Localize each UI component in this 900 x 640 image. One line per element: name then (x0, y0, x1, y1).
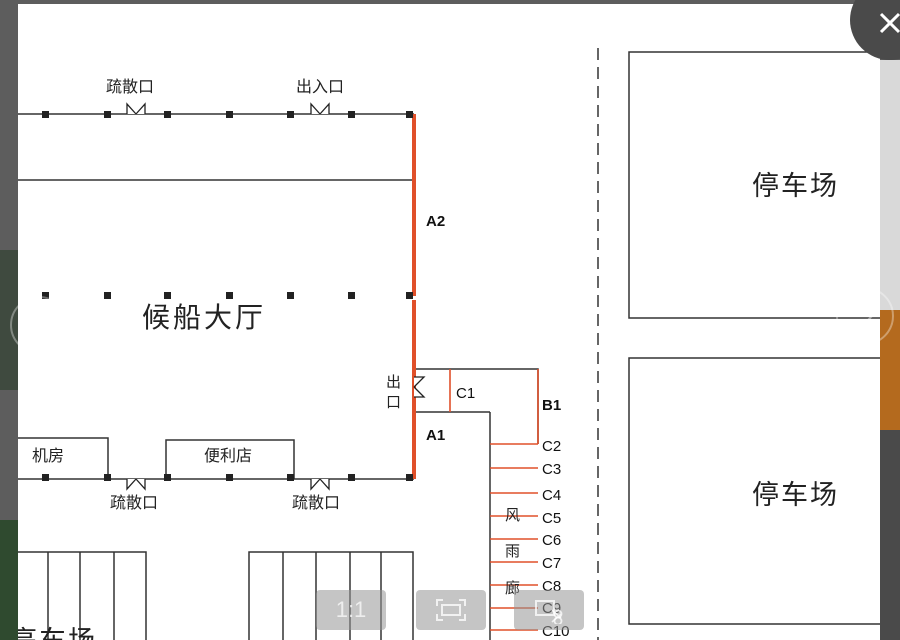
c-label: C7 (542, 555, 561, 572)
c-label: C6 (542, 532, 561, 549)
fit-screen-icon (436, 599, 466, 621)
map-viewer: 疏散口 出入口 候船大厅 停车场 停车场 亭车场 机房 便利店 疏散口 疏散口 … (18, 4, 880, 640)
next-image-button[interactable] (836, 287, 894, 345)
door-icon (413, 376, 426, 398)
door-icon (310, 478, 330, 491)
evac-top-label: 疏散口 (106, 77, 154, 96)
gate-a2-label: A2 (426, 213, 445, 230)
columns (42, 111, 413, 481)
convenience-store-label: 便利店 (204, 446, 252, 465)
c-label: C4 (542, 487, 561, 504)
gate-b1-label: B1 (542, 397, 561, 414)
exit-label-char-1: 出 (386, 373, 401, 391)
door-icon (126, 478, 146, 491)
door-icon (126, 102, 146, 115)
terminal-map: 疏散口 出入口 候船大厅 停车场 停车场 亭车场 机房 便利店 疏散口 疏散口 … (18, 48, 880, 640)
prev-image-button[interactable] (10, 296, 68, 354)
exit-label-char-2: 口 (386, 393, 401, 411)
corridor-char-1: 风 (505, 506, 520, 524)
bottom-parking-label: 亭车场 (18, 626, 97, 640)
chevron-right-icon (850, 305, 874, 327)
close-icon (879, 12, 900, 34)
c-label: C2 (542, 438, 561, 455)
gate-a1-label: A1 (426, 427, 445, 444)
evac-bottom-label-1: 疏散口 (110, 493, 158, 512)
machine-room-label: 机房 (32, 446, 64, 465)
evac-bottom-label-2: 疏散口 (292, 493, 340, 512)
c-label: C1 (456, 385, 475, 402)
c-label: C5 (542, 510, 561, 527)
entrance-top-label: 出入口 (296, 77, 344, 96)
crop-button[interactable] (514, 590, 584, 630)
c-label: C3 (542, 461, 561, 478)
crop-scissors-icon (535, 600, 563, 624)
corridor-char-2: 雨 (505, 542, 520, 560)
fit-screen-button[interactable] (416, 590, 486, 630)
hall-label: 候船大厅 (142, 301, 266, 334)
parking-label-1: 停车场 (752, 171, 839, 202)
actual-size-button[interactable]: 1:1 (316, 590, 386, 630)
chevron-left-icon (30, 314, 54, 336)
door-icon (310, 102, 330, 115)
actual-size-label: 1:1 (335, 597, 367, 622)
parking-label-2: 停车场 (752, 480, 839, 511)
